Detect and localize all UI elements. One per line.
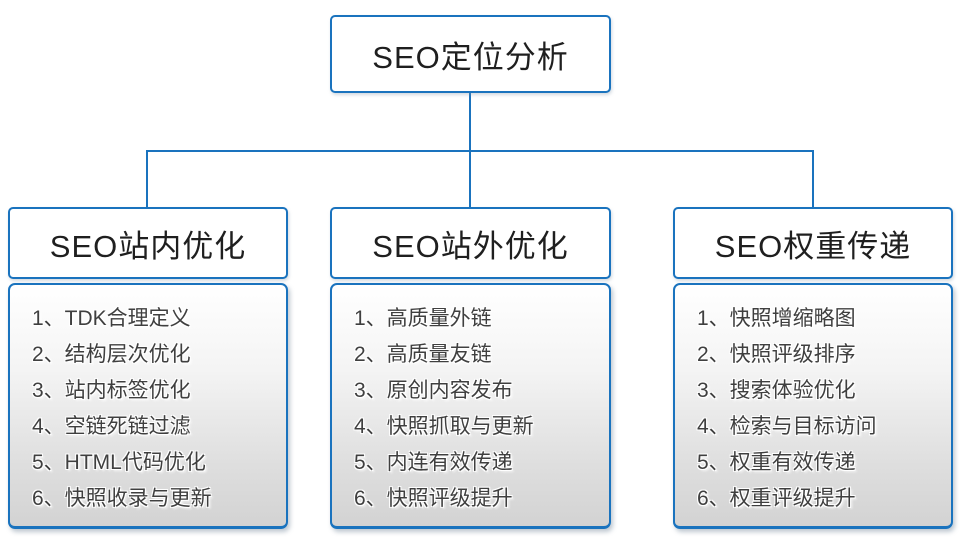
branch-title-box: SEO站外优化 — [330, 207, 611, 279]
branch-title: SEO权重传递 — [714, 228, 912, 264]
list-item: 2、结构层次优化 — [32, 343, 191, 366]
list-item: 1、TDK合理定义 — [32, 307, 191, 330]
branch-item-list: 1、TDK合理定义 2、结构层次优化 3、站内标签优化 4、空链死链过滤 5、H… — [8, 283, 288, 529]
list-item: 2、高质量友链 — [354, 343, 492, 366]
list-item: 6、快照收录与更新 — [32, 487, 212, 510]
connector-root-stem — [469, 93, 471, 152]
root-title: SEO定位分析 — [372, 39, 569, 75]
branch-item-list: 1、快照增缩略图 2、快照评级排序 3、搜索体验优化 4、检索与目标访问 5、权… — [673, 283, 953, 529]
list-item: 6、权重评级提升 — [697, 487, 856, 510]
connector-drop-center — [469, 150, 471, 207]
connector-drop-left — [146, 150, 148, 207]
list-item: 2、快照评级排序 — [697, 343, 856, 366]
list-item: 3、原创内容发布 — [354, 379, 513, 402]
branch-item-list: 1、高质量外链 2、高质量友链 3、原创内容发布 4、快照抓取与更新 5、内连有… — [330, 283, 611, 529]
list-item: 4、快照抓取与更新 — [354, 415, 534, 438]
list-item: 6、快照评级提升 — [354, 487, 513, 510]
branch-title: SEO站内优化 — [49, 228, 247, 264]
list-item: 4、空链死链过滤 — [32, 415, 191, 438]
list-item: 5、权重有效传递 — [697, 451, 856, 474]
branch-title-box: SEO站内优化 — [8, 207, 288, 279]
list-item: 5、内连有效传递 — [354, 451, 513, 474]
list-item: 3、搜索体验优化 — [697, 379, 856, 402]
list-item: 4、检索与目标访问 — [697, 415, 877, 438]
connector-drop-right — [812, 150, 814, 207]
root-node: SEO定位分析 — [330, 15, 611, 93]
list-item: 1、高质量外链 — [354, 307, 492, 330]
list-item: 5、HTML代码优化 — [32, 451, 206, 474]
branch-title-box: SEO权重传递 — [673, 207, 953, 279]
list-item: 1、快照增缩略图 — [697, 307, 856, 330]
connector-horizontal-bar — [146, 150, 814, 152]
branch-title: SEO站外优化 — [372, 228, 569, 264]
list-item: 3、站内标签优化 — [32, 379, 191, 402]
